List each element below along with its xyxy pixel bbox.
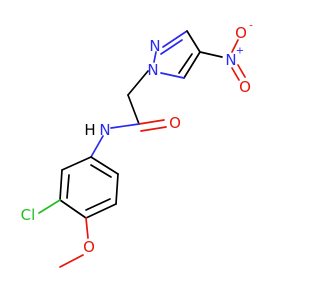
atom-n-pyrazole-2: N (149, 37, 160, 55)
bond-namide-c1 (90, 135, 104, 158)
molecule-structure: N N N + O - O O N H Cl O (0, 0, 300, 300)
bond-c4-c5-double (85, 198, 111, 211)
atom-o-carbonyl: O (169, 114, 181, 132)
bond-c1-c2 (61, 156, 92, 171)
atom-labels: N N N + O - O O N H Cl O (21, 21, 254, 257)
atom-o-nitro-top: O (235, 24, 247, 42)
bond-carbonyl-namide (110, 123, 140, 129)
bond-ch2-carbonyl (127, 94, 140, 125)
bond-omethoxy-ch3 (59, 254, 84, 268)
atom-n-amide: N (99, 121, 110, 139)
atom-o-nitro-bottom: O (239, 78, 251, 96)
bond-n2-c3 (162, 30, 188, 48)
bond-c4-omethoxy (85, 217, 89, 239)
bond-c3-c4 (59, 199, 87, 219)
bond-c6-c1-double (90, 164, 112, 178)
bond-nnitro-obottom-double (237, 64, 246, 78)
atom-n-pyrazole-1: N (147, 61, 158, 79)
background (0, 0, 300, 300)
charge-minus: - (249, 21, 253, 32)
bond-nnitro-obottom (231, 67, 240, 81)
bond-c4-c5-double (178, 53, 193, 74)
bond-c5-c6 (115, 173, 119, 205)
atom-n-nitro: N (225, 51, 236, 69)
bond-c3-c4 (186, 30, 201, 53)
atom-o-methoxy: O (83, 238, 95, 256)
bond-c2-c3 (59, 169, 63, 201)
bond-n1-n2 (153, 51, 157, 63)
bond-c2-c3-double (66, 174, 70, 199)
bond-c3-cl (38, 199, 61, 214)
bond-n1-ch2 (127, 70, 149, 96)
bond-nnitro-otop (231, 39, 239, 53)
bond-c4-c5 (183, 51, 201, 79)
atom-h-amide: H (84, 121, 95, 139)
charge-plus: + (236, 46, 244, 57)
bond-c4-c5 (85, 203, 117, 219)
bonds (38, 30, 246, 268)
atom-cl: Cl (21, 206, 36, 224)
bond-carbonyl-o (138, 119, 165, 125)
bond-c5-n1 (160, 72, 185, 79)
bond-n2-c3-double (160, 39, 183, 55)
bond-c4-nnitro (199, 51, 223, 58)
bond-c6-c1 (90, 156, 119, 175)
bond-carbonyl-o-double (140, 126, 167, 132)
